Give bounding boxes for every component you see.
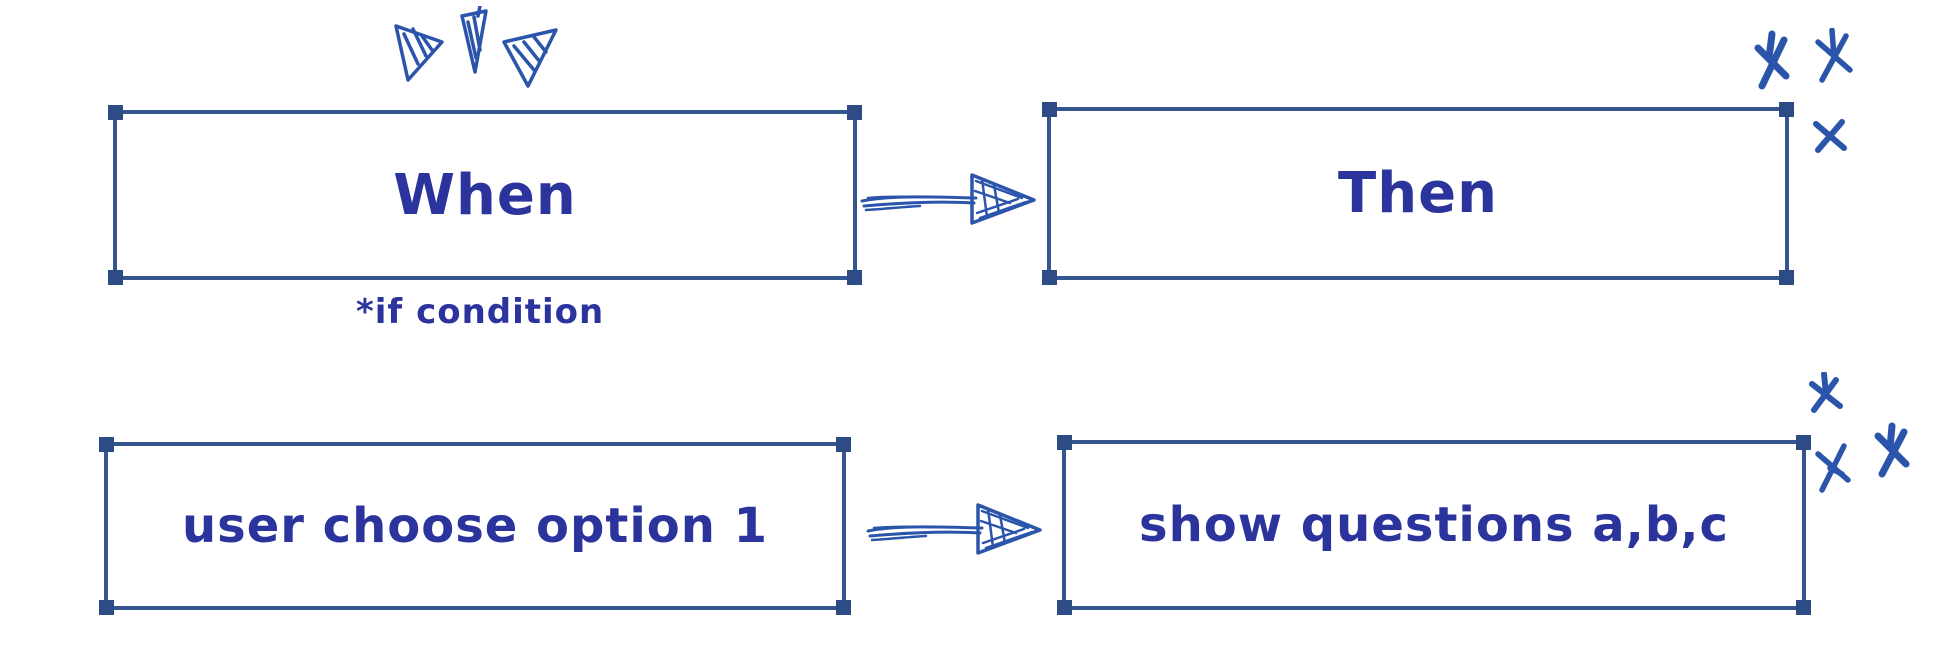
- asterisk-icon[interactable]: [1804, 372, 1848, 416]
- asterisk-icon[interactable]: [1812, 440, 1854, 494]
- selection-handle[interactable]: [836, 600, 851, 615]
- shape-box-then[interactable]: Then: [1042, 102, 1794, 285]
- box-label-user-option: user choose option 1: [181, 498, 769, 554]
- selection-handle[interactable]: [1057, 435, 1072, 450]
- selection-handle[interactable]: [1796, 435, 1811, 450]
- selection-handle[interactable]: [108, 270, 123, 285]
- selection-handle[interactable]: [99, 600, 114, 615]
- selection-handle[interactable]: [1042, 270, 1057, 285]
- asterisk-icon[interactable]: [1812, 28, 1856, 86]
- shape-box-user-option[interactable]: user choose option 1: [99, 437, 851, 615]
- box-label-show-questions: show questions a,b,c: [1139, 497, 1729, 553]
- shape-box-show-questions[interactable]: show questions a,b,c: [1057, 435, 1811, 615]
- asterisk-icon[interactable]: [1808, 112, 1852, 158]
- box-label-when: When: [393, 162, 577, 228]
- selection-handle[interactable]: [836, 437, 851, 452]
- selection-handle[interactable]: [847, 270, 862, 285]
- selection-handle[interactable]: [847, 105, 862, 120]
- box-label-then: Then: [1338, 161, 1498, 226]
- asterisk-icon[interactable]: [1868, 422, 1916, 480]
- shape-box-when[interactable]: When: [108, 105, 862, 285]
- selection-handle[interactable]: [1042, 102, 1057, 117]
- selection-handle[interactable]: [108, 105, 123, 120]
- annotation-text: *if condition: [356, 292, 605, 332]
- asterisk-icon[interactable]: [1750, 30, 1794, 94]
- selection-handle[interactable]: [1779, 102, 1794, 117]
- selection-handle[interactable]: [99, 437, 114, 452]
- selection-handle[interactable]: [1779, 270, 1794, 285]
- sketch-arrow-right-icon[interactable]: [866, 496, 1046, 562]
- if-condition-annotation[interactable]: *if condition: [356, 292, 604, 332]
- selection-handle[interactable]: [1796, 600, 1811, 615]
- emphasis-rays-icon[interactable]: [388, 6, 568, 96]
- selection-handle[interactable]: [1057, 600, 1072, 615]
- sketch-arrow-right-icon[interactable]: [860, 166, 1040, 232]
